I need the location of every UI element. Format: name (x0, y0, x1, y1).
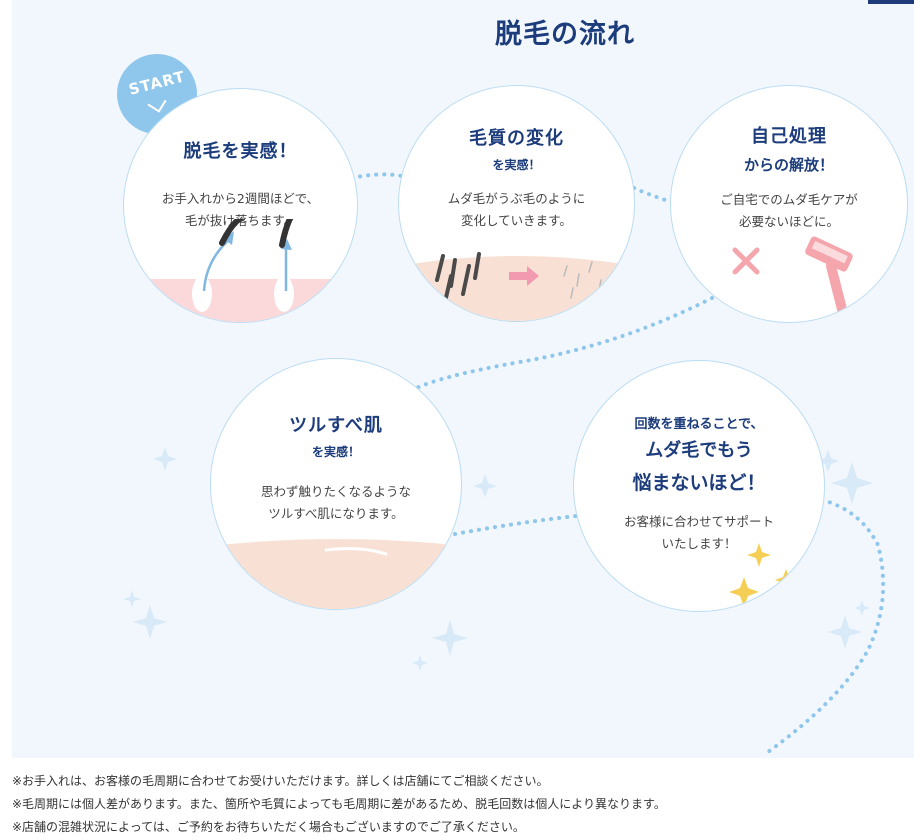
step-3-circle: 自己処理 からの解放！ ご自宅でのムダ毛ケアが 必要ないほどに。 (670, 85, 908, 323)
footnote: ※お手入れは、お客様の毛周期に合わせてお受けいただけます。詳しくは店舗にてご相談… (12, 774, 549, 788)
flow-path-decoration (123, 172, 886, 754)
sparkle-icon (123, 447, 873, 671)
footnotes: ※お手入れは、お客様の毛周期に合わせてお受けいただけます。詳しくは店舗にてご相談… (12, 770, 666, 839)
step-5-circle: 回数を重ねることで、 ムダ毛でもう 悩まないほど！ お客様に合わせてサポート い… (573, 360, 825, 612)
page-title: 脱毛の流れ (495, 19, 635, 50)
step-4-description: 思わず触りたくなるような ツルすべ肌になります。 (260, 484, 411, 521)
hair-change-icon (399, 252, 634, 321)
hair-growth-icon (124, 219, 357, 322)
step-5-description: お客様に合わせてサポート いたします！ (623, 514, 774, 551)
step-3-heading: 自己処理 からの解放！ (743, 126, 834, 174)
razor-icon (805, 236, 853, 321)
step-2-circle: 毛質の変化 を実感！ ムダ毛がうぶ毛のように 変化していきます。 (398, 85, 635, 322)
smooth-skin-icon (211, 539, 461, 609)
footnote: ※店舗の混雑状況によっては、ご予約をお待ちいただく場合もございますのでご了承くだ… (12, 820, 525, 834)
step-2-description: ムダ毛がうぶ毛のように 変化していきます。 (447, 191, 586, 228)
step-5-heading: 回数を重ねることで、 ムダ毛でもう 悩まないほど！ (632, 417, 766, 494)
step-1-heading: 脱毛を実感！ (183, 141, 298, 162)
start-chevron-icon (147, 93, 167, 113)
footnote: ※毛周期には個人差があります。また、箇所や毛質によっても毛周期に差があるため、脱… (12, 797, 666, 811)
step-1-circle: 脱毛を実感！ お手入れから2週間ほどで、 毛が抜け落ちます。 (123, 88, 358, 323)
step-2-heading: 毛質の変化 を実感！ (469, 128, 564, 172)
step-3-description: ご自宅でのムダ毛ケアが 必要ないほどに。 (720, 192, 858, 229)
step-4-circle: ツルすべ肌 を実感！ 思わず触りたくなるような ツルすべ肌になります。 (210, 358, 462, 610)
sparkle-icon (729, 543, 797, 607)
cross-mark-icon (732, 247, 760, 275)
step-4-heading: ツルすべ肌 を実感！ (289, 415, 383, 459)
corner-accent (868, 0, 914, 4)
